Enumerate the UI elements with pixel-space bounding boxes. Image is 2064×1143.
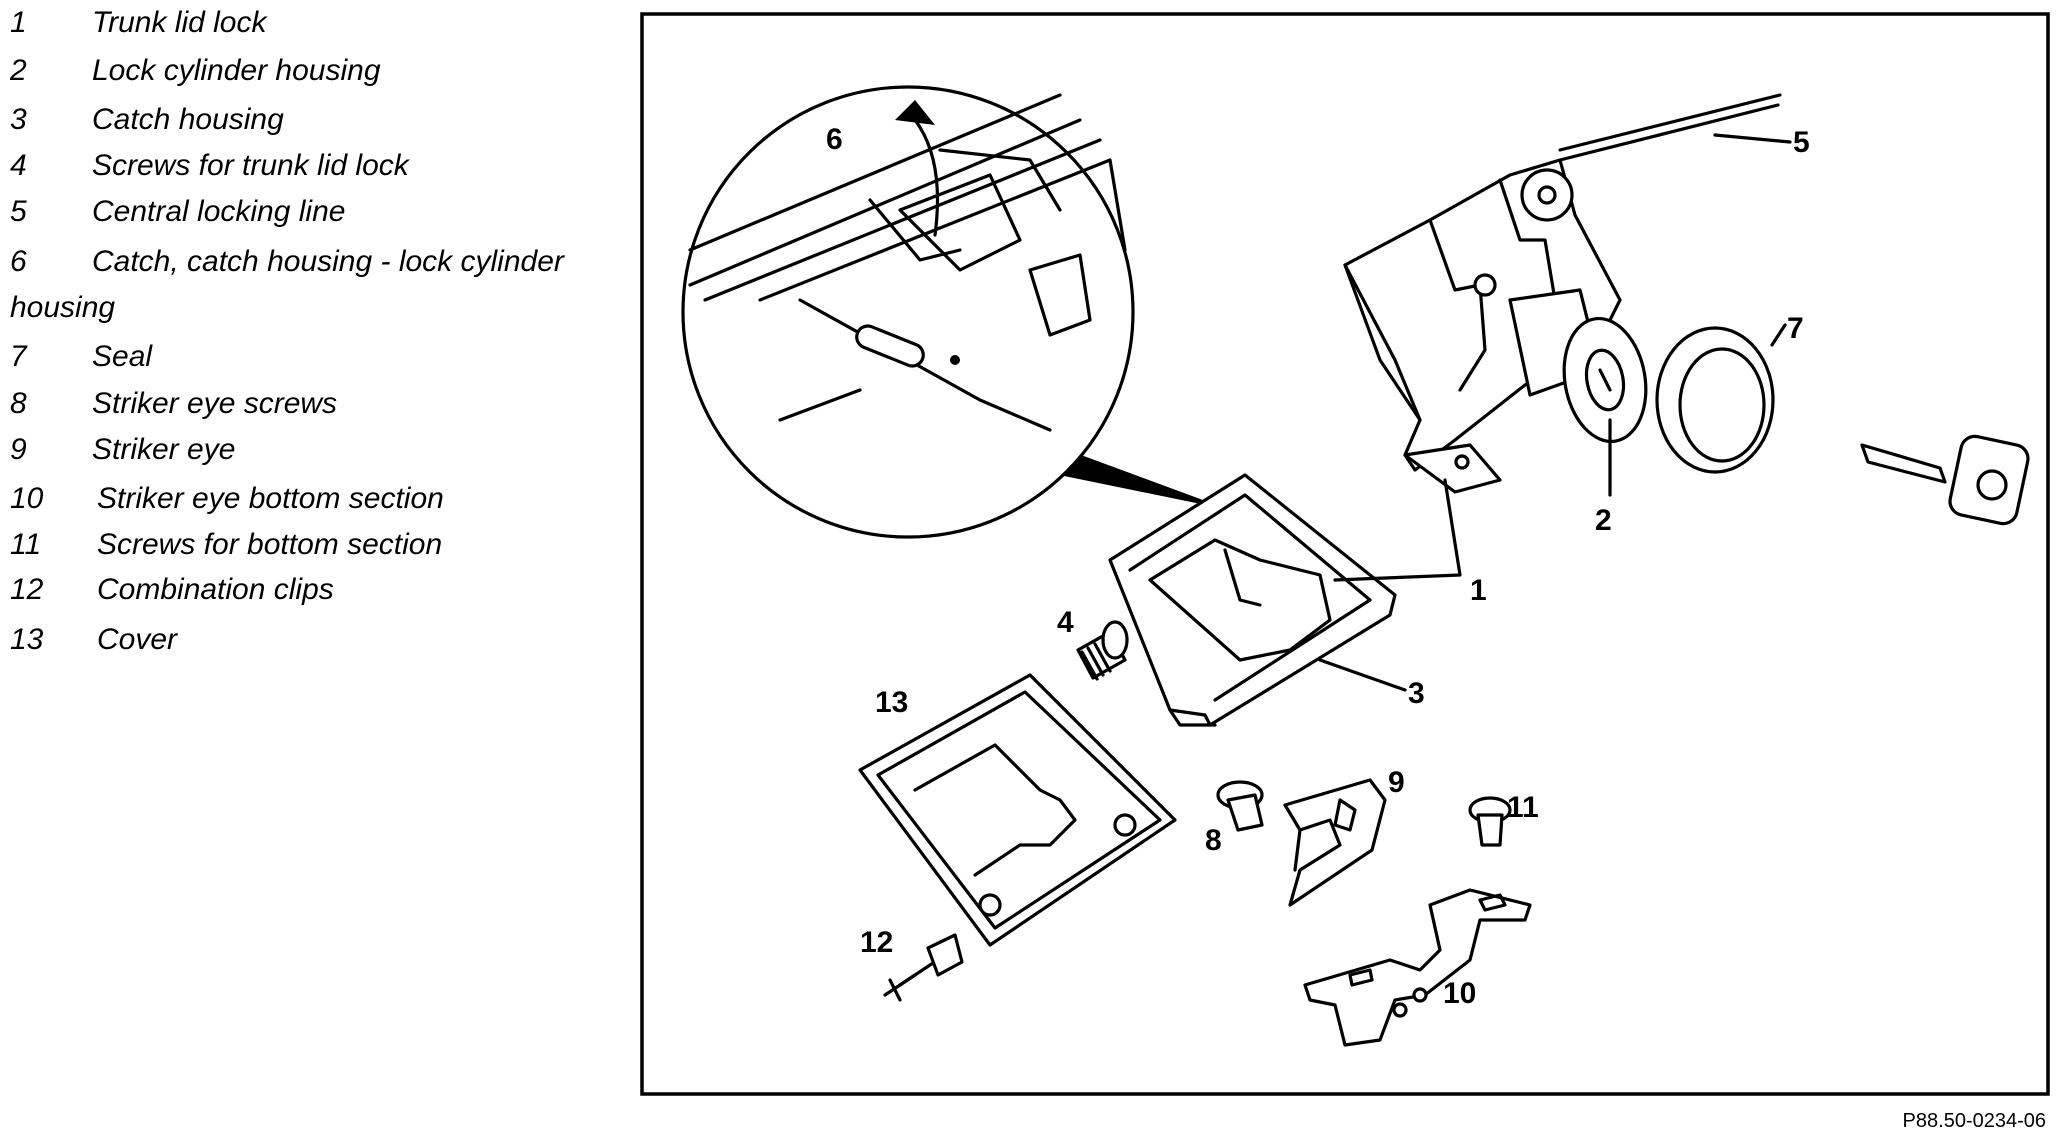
callout-5: 5 bbox=[1793, 126, 1810, 159]
legend-label: Striker eye bbox=[92, 433, 236, 466]
drawing-frame bbox=[640, 12, 2050, 1096]
legend-number: 13 bbox=[10, 623, 44, 656]
legend-number: 11 bbox=[10, 528, 42, 561]
arrow-head bbox=[895, 100, 935, 125]
legend-number: 9 bbox=[10, 433, 27, 466]
callout-1: 1 bbox=[1470, 574, 1487, 607]
combination-clip bbox=[883, 933, 964, 1002]
legend-number: 1 bbox=[10, 6, 27, 39]
bottom-section-screw bbox=[1468, 796, 1512, 847]
legend-label: Trunk lid lock bbox=[92, 6, 267, 39]
legend-label: Striker eye screws bbox=[92, 387, 338, 420]
key bbox=[1860, 434, 2030, 526]
callout-10: 10 bbox=[1443, 977, 1476, 1010]
legend-label: Catch, catch housing - lock cylinder bbox=[92, 245, 564, 278]
legend-label: Screws for trunk lid lock bbox=[92, 149, 409, 182]
catch-housing bbox=[1108, 473, 1397, 727]
callout-12: 12 bbox=[860, 926, 893, 959]
legend-label-continued: housing bbox=[10, 291, 116, 324]
legend-label: Screws for bottom section bbox=[97, 528, 443, 561]
callout-6: 6 bbox=[826, 123, 843, 156]
legend-number: 12 bbox=[10, 573, 44, 606]
magnifier-pointer bbox=[1035, 438, 1230, 510]
legend-label: Cover bbox=[97, 623, 178, 656]
figure-code: P88.50-0234-06 bbox=[1902, 1110, 2046, 1132]
lock-screw bbox=[1076, 620, 1129, 681]
striker-eye-screw bbox=[1216, 780, 1264, 832]
legend-number: 6 bbox=[10, 245, 27, 278]
legend-number: 2 bbox=[10, 54, 27, 87]
leader-lines bbox=[1318, 133, 1792, 692]
cover bbox=[858, 673, 1177, 947]
callout-11: 11 bbox=[1507, 791, 1539, 824]
legend-item-6-continued: housing bbox=[10, 285, 115, 331]
legend-label: Catch housing bbox=[92, 103, 284, 136]
legend-number: 10 bbox=[10, 482, 44, 515]
seal bbox=[1655, 326, 1775, 474]
trunk-lid-lock-assembly bbox=[1343, 93, 1782, 494]
callout-9: 9 bbox=[1388, 766, 1405, 799]
legend-label: Central locking line bbox=[92, 195, 346, 228]
callout-3: 3 bbox=[1408, 677, 1425, 710]
callout-13: 13 bbox=[875, 686, 908, 719]
callout-2: 2 bbox=[1595, 504, 1612, 537]
legend-label: Seal bbox=[92, 340, 153, 373]
legend-label: Combination clips bbox=[97, 573, 334, 606]
legend-number: 7 bbox=[10, 340, 27, 373]
legend-label: Lock cylinder housing bbox=[92, 54, 381, 87]
legend-number: 4 bbox=[10, 149, 27, 182]
striker-eye bbox=[1283, 778, 1387, 907]
legend-number: 3 bbox=[10, 103, 27, 136]
callout-7: 7 bbox=[1787, 312, 1804, 345]
legend-number: 5 bbox=[10, 195, 27, 228]
legend-label: Striker eye bottom section bbox=[97, 482, 444, 515]
callout-4: 4 bbox=[1057, 606, 1074, 639]
striker-eye-bottom-section bbox=[1303, 888, 1532, 1047]
legend-number: 8 bbox=[10, 387, 27, 420]
callout-8: 8 bbox=[1205, 824, 1222, 857]
detail-magnifier bbox=[681, 85, 1230, 539]
